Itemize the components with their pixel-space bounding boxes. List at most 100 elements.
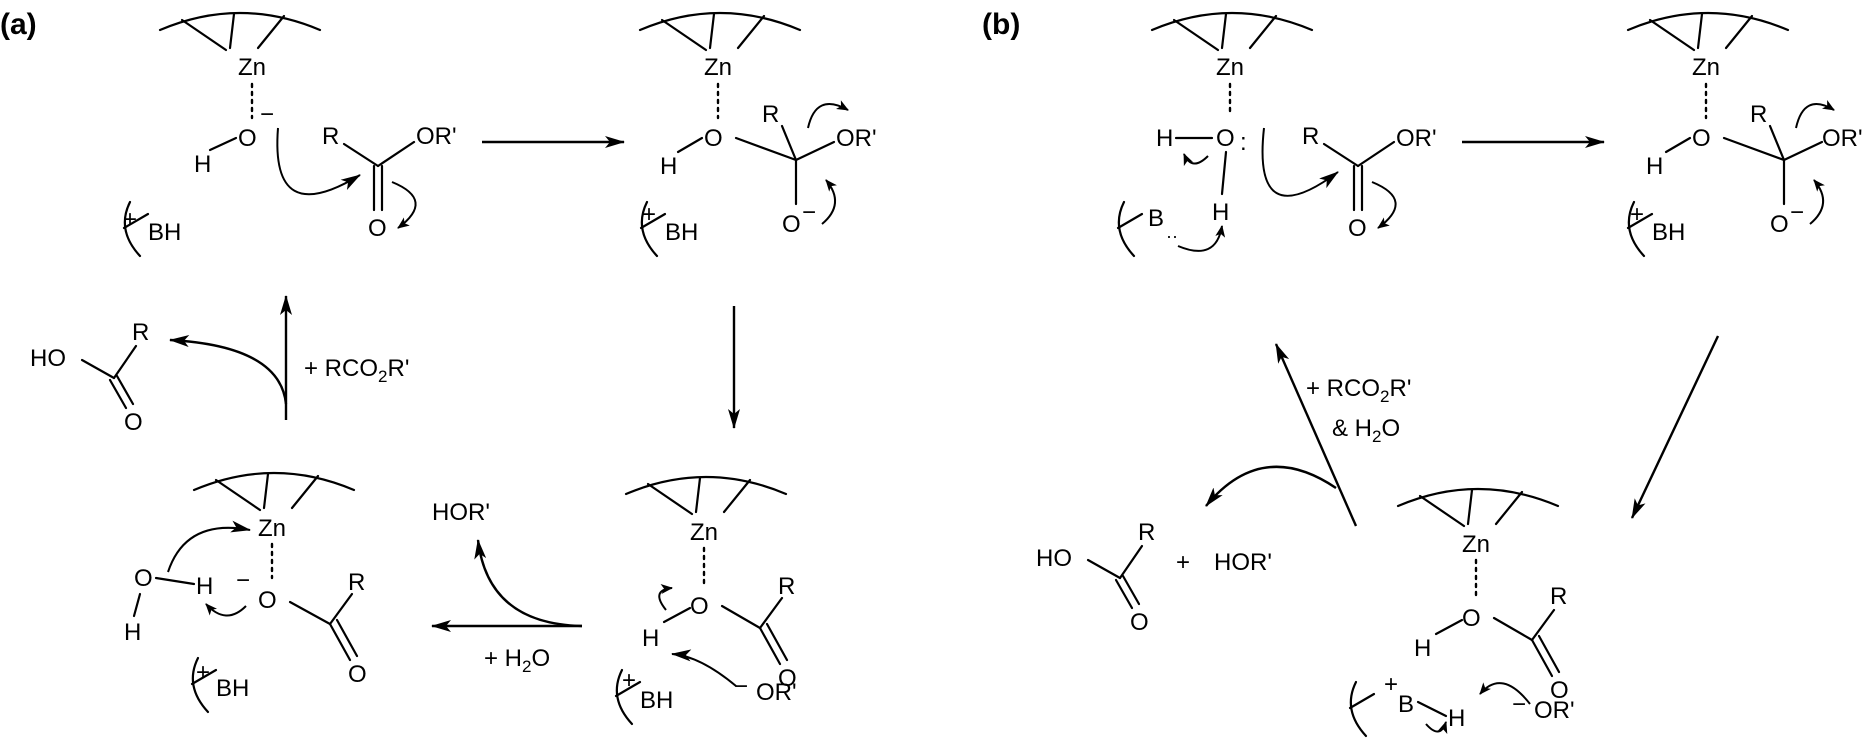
atom-or-prime: OR' — [756, 679, 797, 706]
atom-ho: HO — [30, 345, 66, 372]
atom-or-prime: OR' — [836, 125, 877, 152]
atom-h: H — [196, 573, 213, 600]
atom-o: O — [778, 665, 797, 692]
atom-o: O — [258, 587, 277, 614]
charge-plus: + — [622, 667, 636, 694]
structure-b3-zinc-carboxylate: Zn O H R O + B H − OR' — [1348, 487, 1575, 738]
reaction-arrow-b3-b1 — [1274, 343, 1358, 527]
atom-ho: HO — [1036, 545, 1072, 572]
condition-add-ester-b: + RCO2R' — [1306, 375, 1411, 406]
atom-r: R — [762, 101, 779, 128]
atom-zn: Zn — [238, 54, 266, 81]
atom-bh: BH — [148, 219, 181, 246]
panel-label-b: (b) — [982, 8, 1020, 41]
condition-and-water: & H2O — [1332, 415, 1400, 446]
atom-r: R — [1750, 101, 1767, 128]
charge-plus: + — [196, 659, 210, 686]
push-arrow-o-to-carbonyl — [1261, 127, 1339, 197]
atom-r: R — [322, 123, 339, 150]
charge-minus: − — [1512, 691, 1526, 718]
push-arrow-oh-to-carbonyl — [276, 127, 361, 196]
structure-a4-water-attack: Zn O − R O O H H + BH — [124, 471, 367, 714]
push-arrow-bh-break — [1425, 721, 1448, 735]
condition-add-ester: + RCO2R' — [304, 355, 409, 386]
atom-bh: BH — [1652, 219, 1685, 246]
structure-a2-tetrahedral: Zn O H R OR' O − + BH — [638, 11, 877, 258]
push-arrow-alkoxide-to-h — [1479, 682, 1531, 705]
release-arrow-acid — [169, 335, 288, 405]
atom-r: R — [132, 319, 149, 346]
atom-o: O — [1216, 125, 1235, 152]
structure-b2-tetrahedral: Zn O H R OR' O − + BH — [1626, 11, 1863, 258]
charge-minus: − — [260, 101, 274, 128]
atom-or-prime: OR' — [1822, 125, 1863, 152]
structure-a3-zinc-carboxylate: Zn O H R O − OR' + BH — [614, 475, 797, 726]
atom-o: O — [1550, 677, 1569, 704]
atom-zn: Zn — [1462, 531, 1490, 558]
atom-r: R — [348, 569, 365, 596]
atom-o: O — [124, 409, 143, 436]
atom-o: O — [1130, 609, 1149, 636]
atom-r: R — [1302, 123, 1319, 150]
charge-minus: − — [802, 199, 816, 226]
structure-b1-ester: R OR' O — [1302, 123, 1437, 242]
atom-zn: Zn — [1692, 54, 1720, 81]
atom-h: H — [1212, 199, 1229, 226]
atom-o: O — [348, 661, 367, 688]
lone-pair-o: : — [1240, 129, 1247, 156]
atom-o: O — [704, 125, 723, 152]
atom-b: B — [1398, 691, 1414, 718]
push-arrow-o-reform — [1809, 179, 1825, 225]
panel-label-a: (a) — [0, 8, 37, 41]
atom-or-prime: OR' — [416, 123, 457, 150]
charge-minus: − — [236, 567, 250, 594]
push-arrow-c-or-break — [807, 100, 849, 129]
structure-a1-ester: R OR' O — [322, 123, 457, 242]
release-arrow-products — [1205, 465, 1337, 507]
atom-r: R — [1138, 519, 1155, 546]
atom-h: H — [660, 153, 677, 180]
atom-zn: Zn — [690, 519, 718, 546]
atom-o: O — [690, 593, 709, 620]
atom-h: H — [1414, 635, 1431, 662]
product-b-hor-prime: HOR' — [1214, 549, 1272, 576]
atom-h: H — [1448, 705, 1465, 732]
atom-o: O — [134, 565, 153, 592]
atom-zn: Zn — [1216, 54, 1244, 81]
atom-bh: BH — [665, 219, 698, 246]
atom-h: H — [194, 151, 211, 178]
atom-h: H — [1156, 125, 1173, 152]
charge-plus: + — [1384, 671, 1398, 698]
atom-bh: BH — [216, 675, 249, 702]
push-arrow-o-to-h — [205, 603, 247, 617]
atom-o: O — [1462, 605, 1481, 632]
atom-zn: Zn — [258, 515, 286, 542]
atom-o: O — [1348, 215, 1367, 242]
push-arrow-pi-to-o — [391, 181, 417, 229]
atom-o: O — [1770, 211, 1789, 238]
lone-pair-b: ·· — [1166, 226, 1178, 246]
condition-add-water: + H2O — [484, 645, 550, 676]
release-arrow-hor — [474, 539, 583, 628]
atom-r: R — [1550, 583, 1567, 610]
charge-minus: − — [1790, 199, 1804, 226]
product-hor-prime: HOR' — [432, 499, 490, 526]
push-arrow-oh-bond — [1183, 153, 1209, 167]
reaction-arrow-b2-b3 — [1630, 335, 1720, 519]
atom-or-prime: OR' — [1534, 697, 1575, 724]
product-a-carboxylic-acid: HO R O — [30, 319, 149, 436]
atom-o: O — [782, 211, 801, 238]
atom-zn: Zn — [704, 54, 732, 81]
atom-o: O — [368, 215, 387, 242]
push-arrow-alkoxide-to-h — [671, 649, 737, 687]
atom-h: H — [1646, 153, 1663, 180]
atom-o: O — [1692, 125, 1711, 152]
push-arrow-oh-to-o — [658, 584, 673, 611]
push-arrow-o-reform — [821, 179, 837, 225]
push-arrow-b-to-h — [1177, 225, 1226, 252]
atom-r: R — [778, 573, 795, 600]
atom-b: B — [1148, 205, 1164, 232]
product-b-carboxylic-acid: HO R O — [1036, 519, 1155, 636]
